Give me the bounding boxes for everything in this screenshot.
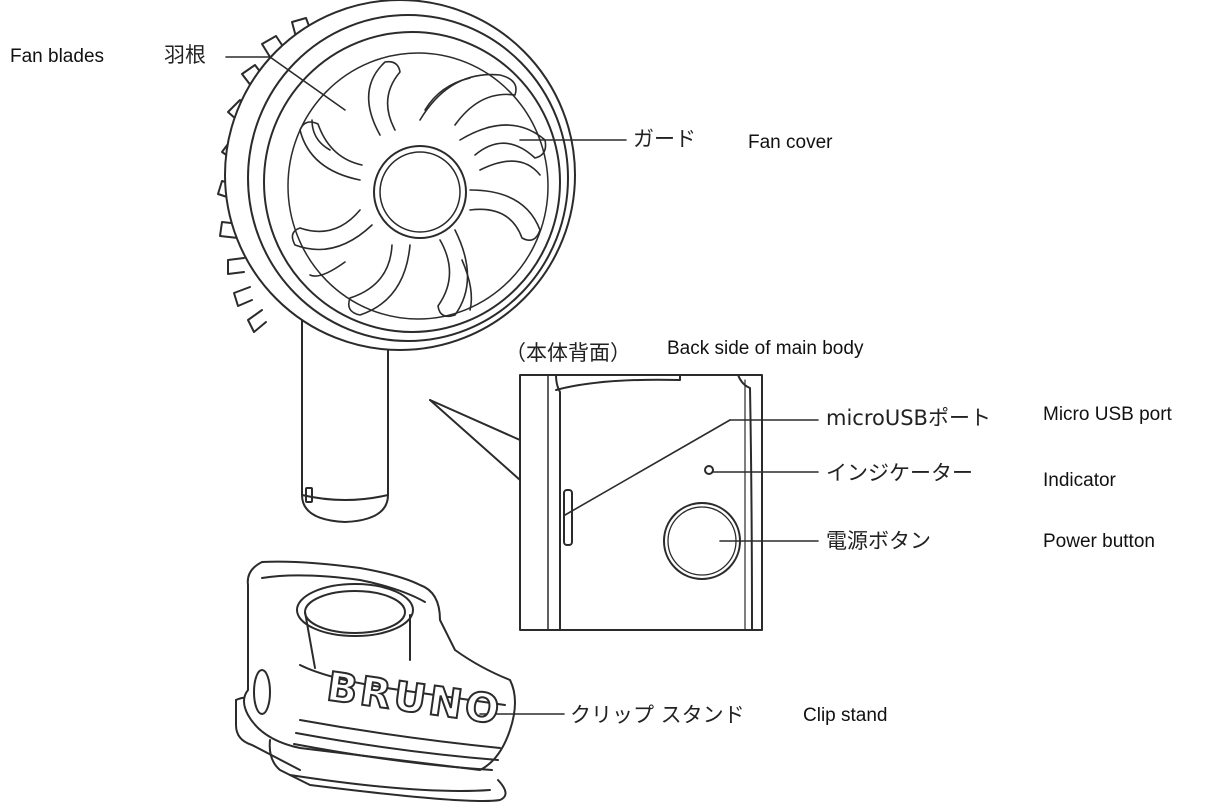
fan-cover-label-jp: ガード [633, 127, 696, 151]
fan-blades [291, 60, 547, 318]
zoom-callout [429, 399, 521, 481]
micro-usb-label-jp: microUSBポート [826, 406, 991, 430]
leader-lines [225, 56, 819, 715]
clip-stand [235, 560, 516, 802]
micro-usb-label-en: Micro USB port [1043, 404, 1172, 425]
power-button-label-en: Power button [1043, 531, 1155, 552]
usb-port [563, 489, 573, 546]
indicator-led [704, 465, 714, 475]
fan-blades-label-jp: 羽根 [164, 43, 206, 67]
power-button-label-jp: 電源ボタン [826, 529, 931, 553]
fan-hub [373, 145, 467, 239]
indicator-label-jp: インジケーター [826, 461, 973, 485]
clip-stand-label-en: Clip stand [803, 705, 888, 726]
fan-blades-label-en: Fan blades [10, 46, 105, 67]
fan-handle [301, 311, 389, 523]
clip-stand-label-jp: クリップ スタンド [570, 703, 745, 727]
back-side-label-en: Back side of main body [667, 338, 864, 359]
back-side-label-jp: （本体背面） [505, 341, 631, 365]
fan-cover-label-en: Fan cover [748, 132, 833, 153]
back-side-inset [519, 374, 763, 631]
indicator-label-en: Indicator [1043, 470, 1116, 491]
